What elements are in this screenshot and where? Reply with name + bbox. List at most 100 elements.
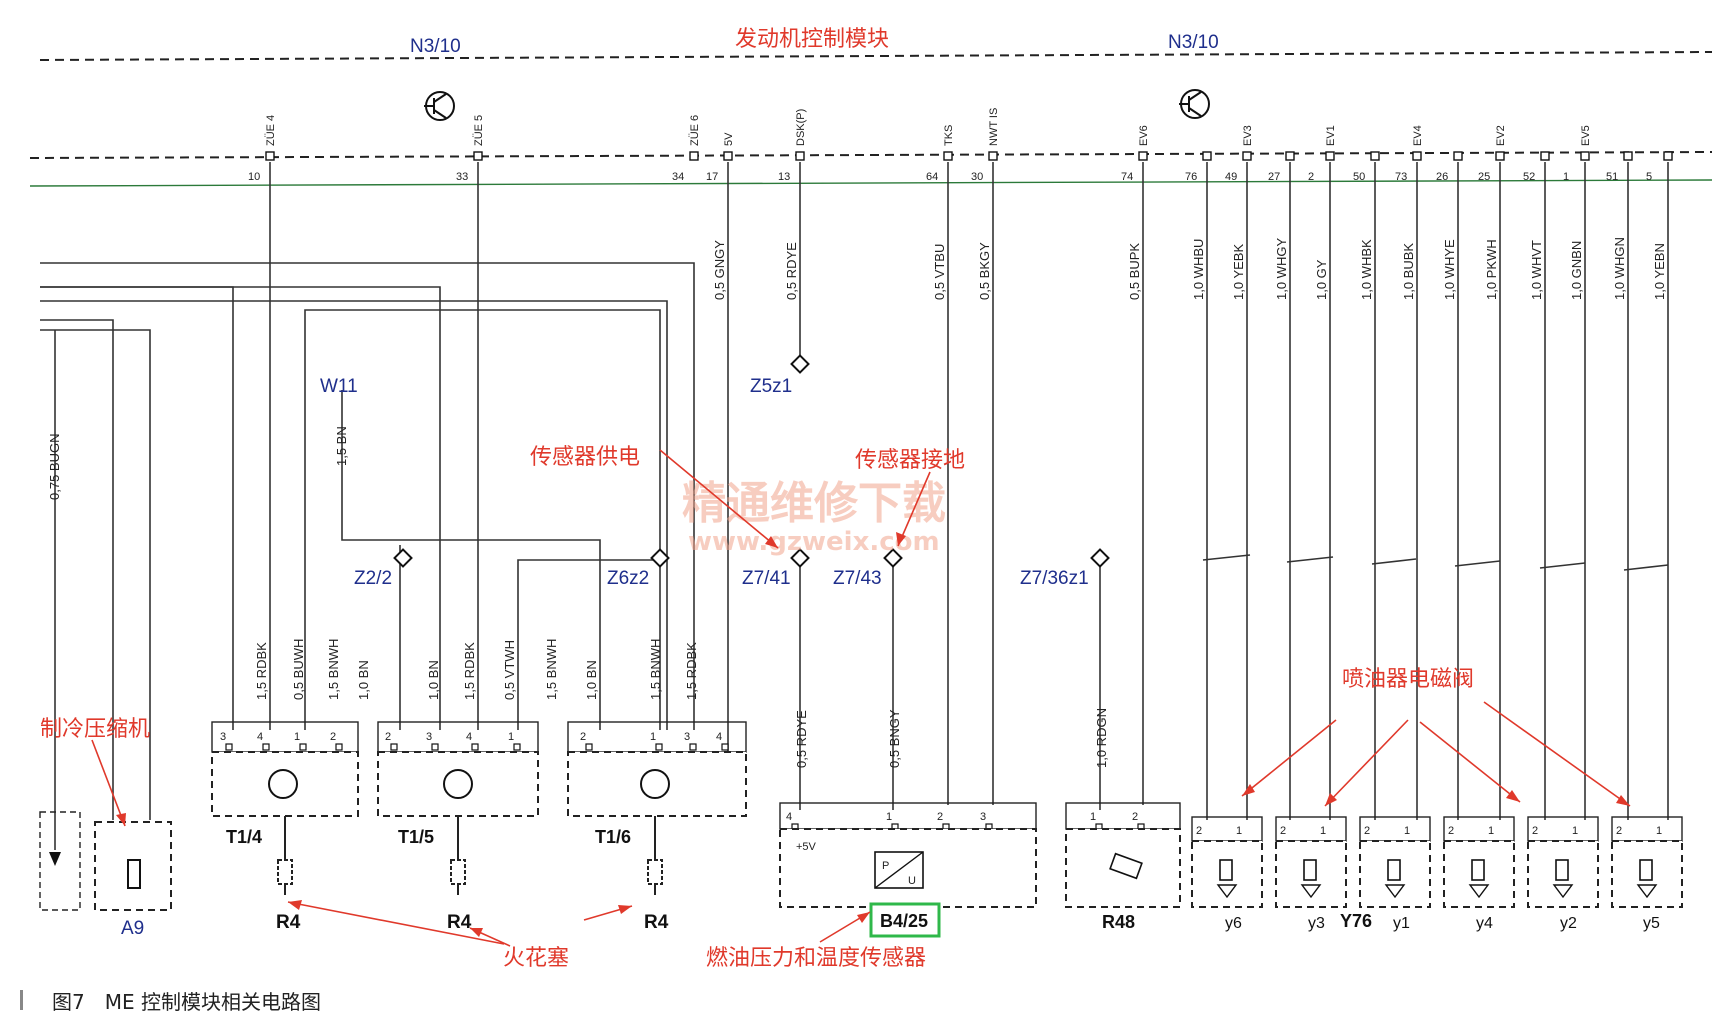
connector-pin: 2 [937, 811, 943, 823]
fuel-sensor-b425: P U +5V B4/25 [779, 802, 1037, 938]
module-pin-number: 5 [1646, 171, 1652, 183]
connector-pin: 3 [220, 731, 226, 743]
module-pin [1540, 151, 1550, 161]
module-pin [1580, 151, 1590, 161]
wire-color-label: 0,5 BUPK [1127, 243, 1142, 300]
watermark-url: www.gzweix.com [688, 527, 940, 557]
valve-icon [1300, 884, 1322, 899]
module-pin [795, 151, 805, 161]
figure-caption: 图7 ME 控制模块相关电路图 [52, 990, 321, 1014]
module-pin-signal: EV2 [1495, 125, 1507, 146]
connector-pin: 4 [466, 731, 472, 743]
module-pin-number: 34 [672, 171, 684, 183]
connector-terminal [655, 743, 663, 751]
connector-terminal [471, 743, 479, 751]
spark-plug-icon [450, 816, 466, 895]
module-pin-signal: 5V [723, 132, 735, 146]
label-y76: Y76 [1340, 911, 1372, 931]
wire-color-label: 0,5 VTWH [502, 640, 517, 700]
module-pin-line [29, 179, 1713, 187]
annotation-fuel-sensor: 燃油压力和温度传感器 [706, 946, 926, 971]
module-pin-number: 27 [1268, 171, 1280, 183]
connector-pin: 1 [1090, 811, 1096, 823]
connector-pin: 2 [1132, 811, 1138, 823]
connector-terminal [585, 743, 593, 751]
wire-color-label: 1,5 BNWH [544, 639, 559, 700]
connector-pin: 1 [1656, 825, 1662, 837]
annotation-injector-valve: 喷油器电磁阀 [1342, 667, 1474, 692]
connector-pin: 3 [980, 811, 986, 823]
sensor-p: P [882, 860, 889, 872]
label-z5z1: Z5z1 [750, 376, 792, 397]
module-pin-signal: TKS [943, 125, 955, 146]
wire-color-label: 1,5 RDBK [684, 642, 699, 700]
annotation-spark-plug: 火花塞 [503, 946, 569, 971]
module-pin [1325, 151, 1335, 161]
wire-color-label: 1,0 BUBK [1401, 243, 1416, 300]
module-pin-number: 73 [1395, 171, 1407, 183]
connector-terminal [262, 743, 270, 751]
connector-pin: 1 [1320, 825, 1326, 837]
connector-pin: 4 [716, 731, 722, 743]
transistor-icon [424, 91, 455, 121]
splice-icon [790, 548, 810, 568]
connector-terminal [513, 743, 521, 751]
module-pin [1412, 151, 1422, 161]
connector-pin: 4 [257, 731, 263, 743]
wire-color-label: 1,0 PKWH [1484, 239, 1499, 300]
compressor-a9: A9 [39, 811, 172, 939]
injector-connector [1443, 816, 1515, 842]
module-pin-number: 25 [1478, 171, 1490, 183]
valve-coil-icon [1471, 859, 1485, 881]
module-name: 发动机控制模块 [735, 27, 889, 52]
module-pin-number: 74 [1121, 171, 1133, 183]
wire-color-label: 1,0 WHGN [1612, 237, 1627, 300]
module-label-left: N3/10 [410, 36, 461, 57]
valve-icon [1552, 884, 1574, 899]
module-pin-number: 17 [706, 171, 718, 183]
watermark-title: 精通维修下载 [682, 478, 946, 529]
injector-connector [1191, 816, 1263, 842]
annotation-sensor-ground: 传感器接地 [855, 448, 965, 473]
connector-pin: 3 [426, 731, 432, 743]
module-pin [1495, 151, 1505, 161]
label-z743: Z7/43 [833, 568, 882, 589]
module-pin-border [29, 151, 1713, 159]
wire-color-label: 1,0 RDGN [1094, 708, 1109, 768]
module-pin-signal: EV3 [1242, 125, 1254, 146]
connector-pin: 4 [786, 811, 792, 823]
connector-terminal [225, 743, 233, 751]
ignition-coil-t14: T1/4 [211, 721, 359, 847]
valve-coil-icon [1639, 859, 1653, 881]
valve-coil-icon [1303, 859, 1317, 881]
label-y5: y5 [1643, 915, 1660, 932]
module-pin-number: 10 [248, 171, 260, 183]
spark-plug-icon [647, 816, 663, 895]
valve-coil-icon [1387, 859, 1401, 881]
label-z736z1: Z7/36z1 [1020, 568, 1089, 589]
injector-connector [1611, 816, 1683, 842]
module-pin [723, 151, 733, 161]
module-pin-number: 49 [1225, 171, 1237, 183]
connector-pin: 2 [1280, 825, 1286, 837]
injector-connector [1359, 816, 1431, 842]
sensor-u: U [908, 875, 916, 887]
valve-icon [1216, 884, 1238, 899]
connector-pin: 1 [1236, 825, 1242, 837]
label-y1: y1 [1393, 915, 1410, 932]
module-pin [1623, 151, 1633, 161]
splice-icon [1090, 548, 1110, 568]
module-pin-signal: EV5 [1580, 125, 1592, 146]
wire-color-label: 0,5 BKGY [977, 242, 992, 300]
injector-connector [1527, 816, 1599, 842]
label-t14: T1/4 [226, 827, 262, 847]
connector-pin: 1 [650, 731, 656, 743]
module-pin [689, 151, 699, 161]
splice-icon [883, 548, 903, 568]
valve-icon [1468, 884, 1490, 899]
valve-coil-icon [1555, 859, 1569, 881]
